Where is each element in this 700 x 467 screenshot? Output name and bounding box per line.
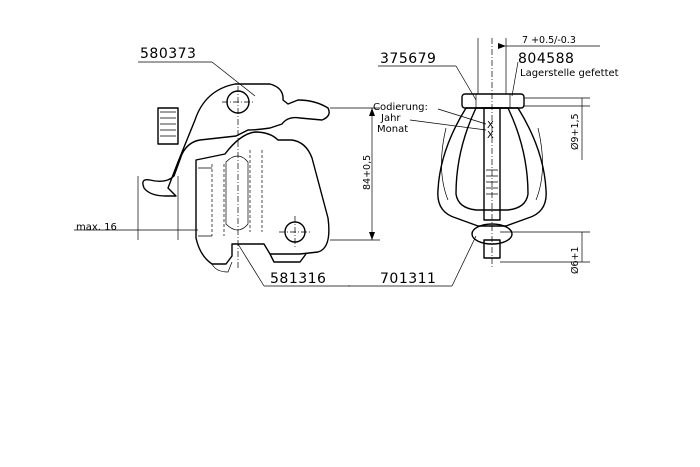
dimension-height (330, 107, 380, 241)
coding-x-month: X (487, 130, 494, 141)
part-label-701311: 701311 (380, 271, 436, 287)
part-label-375679: 375679 (380, 51, 436, 67)
max16-label: max. 16 (76, 222, 117, 233)
dim-d9-label: Ø9+1,5 (570, 113, 581, 150)
dimension-diameters (477, 38, 600, 263)
part-label-581316: 581316 (270, 271, 326, 287)
dim-d6-label: Ø6+1 (570, 246, 581, 274)
dim-top-label: 7 +0.5/-0.3 (522, 35, 576, 46)
coding-x-year: X (487, 120, 494, 131)
hook-front-view: X X (437, 38, 547, 268)
dim-height-label: 84+0,5 (362, 155, 373, 190)
coding-month-label: Monat (377, 124, 408, 135)
coding-label: Codierung: (373, 102, 428, 113)
hook-side-view (137, 83, 330, 273)
part-label-580373: 580373 (140, 46, 196, 62)
bearing-note: Lagerstelle gefettet (520, 68, 619, 79)
coding-year-label: Jahr (380, 113, 401, 124)
part-label-804588: 804588 (518, 51, 574, 67)
